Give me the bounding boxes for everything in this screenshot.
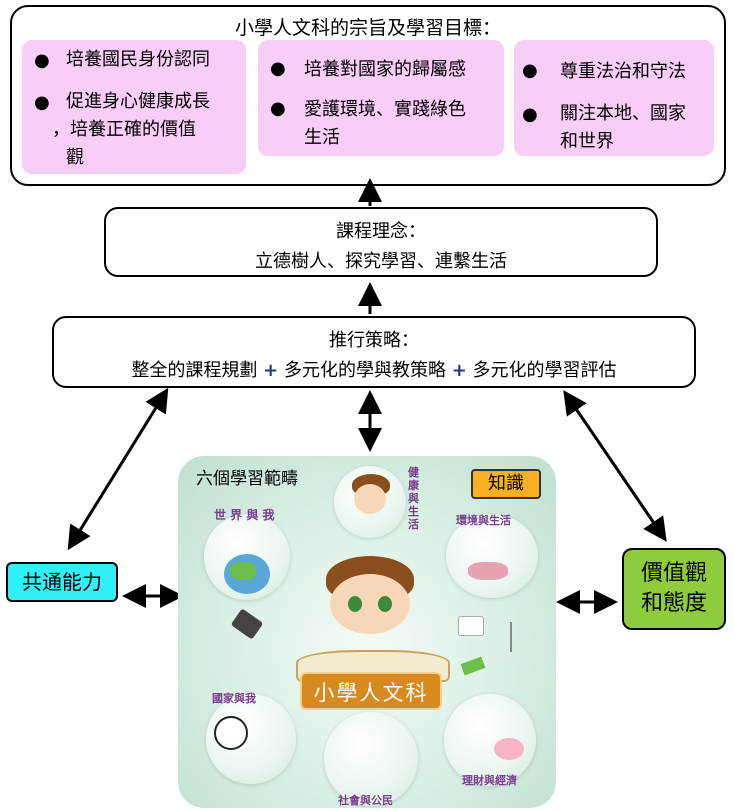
aim-item-line: 和世界 [560,131,614,152]
central-banner: 小學人文科 [300,672,442,710]
strategy-part: 多元化的學與教策略 [284,360,446,381]
strand-label-environment: 環境與生活 [456,514,511,527]
strand-circle-nation [206,694,296,784]
bullet-icon: ● [522,104,538,125]
aims-column-3 [514,40,714,156]
strand-circle-environment [446,514,538,598]
aims-title: 小學人文科的宗旨及學習目標： [234,17,501,39]
central-character-face [330,574,410,634]
wind-turbine-icon [510,622,512,652]
aim-item: 尊重法治和守法 [560,61,686,82]
bullet-icon: ● [34,92,50,113]
strand-label-society: 社會與公民 [338,794,393,807]
strand-circle-world [204,514,290,600]
eye-icon [348,596,362,612]
strand-label-nation: 國家與我 [212,692,256,705]
plus-sign: + [451,360,467,381]
aim-item-line: 愛護環境、實踐綠色 [304,99,466,120]
curriculum-box: 課程理念： 立德樹人、探究學習、連繫生活 [104,207,658,277]
curriculum-title: 課程理念： [336,221,426,242]
strand-label-health: 健康與生活 [408,466,419,531]
aim-item: 培養對國家的歸屬感 [304,59,466,80]
strand-label-world: 世 界 與 我 [214,508,275,522]
values-line: 價值觀 [640,561,707,586]
aim-item: 培養國民身份認同 [66,49,210,70]
aims-column-1 [22,40,246,174]
values-line: 和態度 [640,591,707,616]
aim-item-line: 關注本地、國家 [560,103,686,124]
plus-sign: + [263,360,279,381]
knowledge-box: 知識 [471,469,541,499]
generic-skills-box: 共通能力 [6,562,118,602]
bullet-icon: ● [270,98,286,119]
curriculum-body: 立德樹人、探究學習、連繫生活 [255,251,507,272]
strand-label-finance: 理財與經濟 [462,774,517,787]
bullet-icon: ● [34,50,50,71]
arrow-double [67,387,169,551]
strategy-body: 整全的課程規劃 + 多元化的學與教策略 + 多元化的學習評估 [54,356,694,382]
strand-circle-finance [444,694,536,786]
aim-item-line: 觀 [66,147,84,168]
arrow-double [563,390,667,542]
bullet-icon: ● [522,60,538,81]
eye-icon [378,596,392,612]
strands-title: 六個學習範疇 [196,469,298,489]
aims-column-2 [258,40,504,156]
aim-item-line: 促進身心健康成長 [66,91,210,112]
strand-circle-health [334,466,406,538]
strand-circle-society [324,712,418,806]
strategy-title: 推行策略： [329,330,419,351]
bullet-icon: ● [270,58,286,79]
aim-item-line: 生活 [304,127,340,148]
strategy-part: 多元化的學習評估 [472,360,617,381]
strategy-part: 整全的課程規劃 [131,360,258,381]
first-aid-kit-icon [458,616,484,636]
aim-item-line: ，培養正確的價值 [52,119,196,140]
strategy-box: 推行策略： 整全的課程規劃 + 多元化的學與教策略 + 多元化的學習評估 [52,316,696,388]
values-attitudes-box: 價值觀 和態度 [622,548,726,630]
